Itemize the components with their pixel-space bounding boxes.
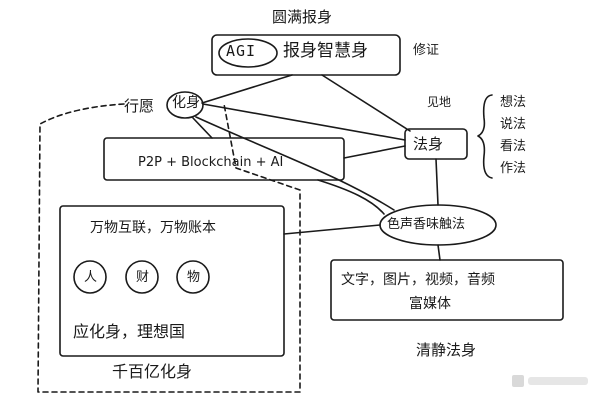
media-box <box>330 259 564 321</box>
line-huashen-tech <box>192 117 213 139</box>
ren-circle <box>73 260 107 294</box>
rich-media-label: 富媒体 <box>409 296 451 312</box>
cultivation-annotation: 修证 <box>413 43 440 58</box>
agi-node-box <box>211 34 401 76</box>
view-item-3: 看法 <box>500 139 527 154</box>
agi-oval <box>218 38 278 68</box>
cai-circle <box>125 260 159 294</box>
diagram-title: 圆满报身 <box>272 8 333 26</box>
line-tech-dharma <box>343 145 406 159</box>
pure-dharma-body-label: 清静法身 <box>416 341 477 359</box>
billion-emanations-label: 千百亿化身 <box>112 362 193 381</box>
line-tech-media <box>317 179 385 215</box>
vow-label: 行愿 <box>124 97 155 115</box>
views-brace <box>477 94 493 179</box>
line-huashen-media <box>195 116 395 211</box>
outer-dashed-region <box>37 103 301 393</box>
line-agi-dharma <box>321 74 411 132</box>
huashen-circle <box>166 91 204 119</box>
wisdom-body-label: 报身智慧身 <box>283 41 368 61</box>
view-item-1: 想法 <box>500 95 527 110</box>
emanation-label: 化身 <box>172 95 200 111</box>
inner-box-caption: 应化身，理想国 <box>73 322 186 341</box>
inner-box <box>59 205 285 357</box>
view-label: 见地 <box>427 95 452 109</box>
view-item-2: 说法 <box>500 117 527 132</box>
line-media-box <box>437 244 441 261</box>
senses-label: 色声香味触法 <box>387 217 466 232</box>
media-types-label: 文字，图片，视频，音频 <box>341 272 495 288</box>
inner-box-title: 万物互联，万物账本 <box>90 220 216 236</box>
tech-label: P2P + Blockchain + AI <box>138 155 284 170</box>
ren-label: 人 <box>84 270 98 285</box>
watermark-logo <box>512 375 588 387</box>
cai-label: 财 <box>136 270 150 285</box>
wu-circle <box>176 260 210 294</box>
line-inner-media <box>283 224 381 235</box>
view-item-4: 作法 <box>500 161 527 176</box>
line-huashen-dharma <box>202 103 406 141</box>
dharma-body-label: 法身 <box>413 135 444 153</box>
agi-label: AGI <box>226 42 257 60</box>
wu-label: 物 <box>187 270 201 285</box>
line-dharma-media <box>435 158 439 206</box>
line-agi-huashen <box>201 74 293 104</box>
tech-box <box>103 137 345 181</box>
